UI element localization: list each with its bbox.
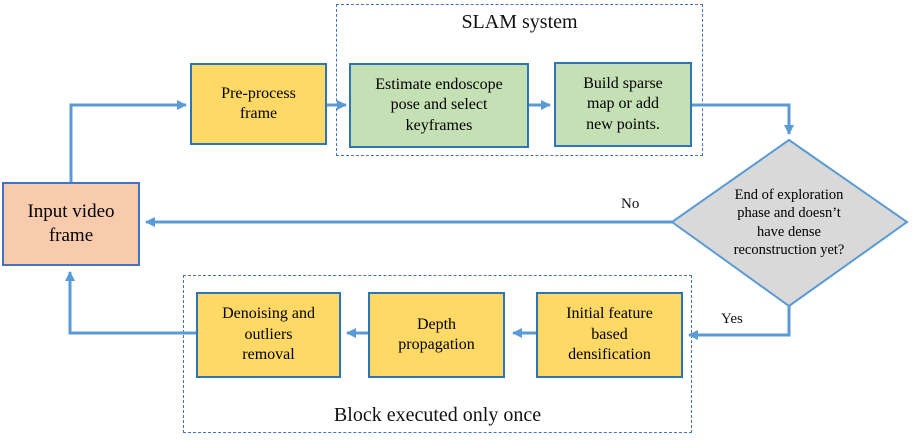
slam-system-container: SLAM system [336, 4, 703, 156]
edge-label-no: No [621, 196, 640, 212]
node-build-sparse-map: Build sparse map or add new points. [554, 62, 692, 147]
node-preprocess-frame: Pre-process frame [190, 63, 327, 145]
node-initial-feature-densification: Initial feature based densification [536, 292, 683, 378]
arrow-build-to-decision [692, 103, 794, 135]
node-estimate-pose-keyframes: Estimate endoscope pose and select keyfr… [349, 63, 529, 148]
decision-diamond-text: End of exploration phase and doesn’t hav… [733, 187, 845, 258]
node-depth-propagation: Depth propagation [368, 292, 505, 378]
arrow-denoise-to-input [65, 271, 196, 335]
slam-system-title: SLAM system [461, 11, 578, 33]
block-once-container: Block executed only once [183, 275, 692, 433]
arrow-decision-yes-to-densify [688, 306, 791, 340]
edge-label-yes: Yes [721, 311, 743, 327]
arrow-input-to-preprocess [69, 100, 187, 182]
node-denoising-outliers-removal: Denoising and outliers removal [196, 292, 341, 378]
block-once-title: Block executed only once [333, 404, 542, 426]
node-input-video-frame: Input video frame [2, 182, 140, 266]
